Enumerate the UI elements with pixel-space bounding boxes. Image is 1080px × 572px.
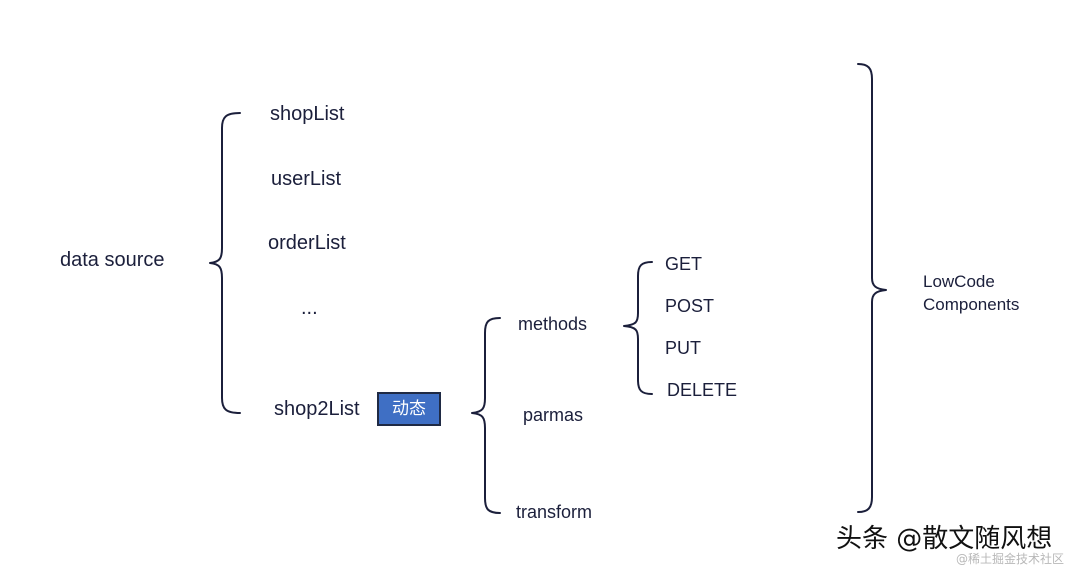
source-shoplist: shopList: [270, 103, 345, 125]
source-ellipsis: ...: [301, 297, 318, 319]
watermark-toutiao: 头条 @散文随风想: [836, 524, 1053, 554]
data-source-label: data source: [60, 249, 165, 271]
config-parmas: parmas: [523, 405, 584, 425]
target-lowcode: LowCode: [923, 272, 995, 291]
method-put: PUT: [665, 338, 701, 358]
config-methods: methods: [518, 314, 588, 334]
dynamic-badge: 动态: [377, 392, 441, 426]
source-userlist: userList: [271, 168, 342, 190]
config-transform: transform: [516, 502, 593, 522]
methods-bracket: [623, 261, 653, 395]
method-get: GET: [665, 254, 703, 274]
data-source-bracket: [209, 112, 241, 414]
source-shop2list: shop2List: [274, 398, 360, 420]
method-delete: DELETE: [667, 380, 738, 400]
source-orderlist: orderList: [268, 232, 346, 254]
lowcode-bracket: [857, 63, 887, 513]
target-components: Components: [923, 295, 1020, 314]
method-post: POST: [665, 296, 715, 316]
shop2list-config-bracket: [471, 317, 501, 514]
watermark-juejin: @稀土掘金技术社区: [956, 552, 1065, 566]
